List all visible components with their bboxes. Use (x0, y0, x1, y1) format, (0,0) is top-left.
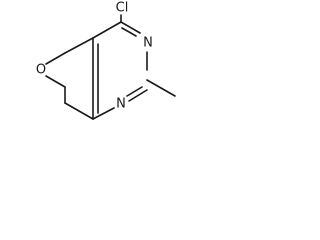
nitrogen-1-atom-label: N (116, 97, 126, 112)
bond-o6-c5 (45, 52, 66, 65)
nitrogen-3-atom-label: N (143, 36, 153, 51)
chlorine-atom-label: Cl (116, 1, 129, 16)
bond-c4-n3-inner (121, 27, 137, 37)
bond-o6-c7 (45, 75, 66, 88)
bond-n1-c8a (92, 107, 115, 120)
bond-c4-n3 (120, 21, 141, 34)
bond-c8-c8a (64, 102, 94, 120)
bond-c2-n1 (128, 89, 148, 102)
bond-c2-n1-inner (126, 86, 143, 97)
ring-oxygen-atom-label: O (36, 63, 46, 78)
bond-c2-methyl (146, 79, 176, 97)
bond-c5-c4a (64, 37, 94, 54)
bond-c4a-c4 (92, 21, 122, 39)
structure-diagram: Cl O N N (36, 1, 176, 120)
